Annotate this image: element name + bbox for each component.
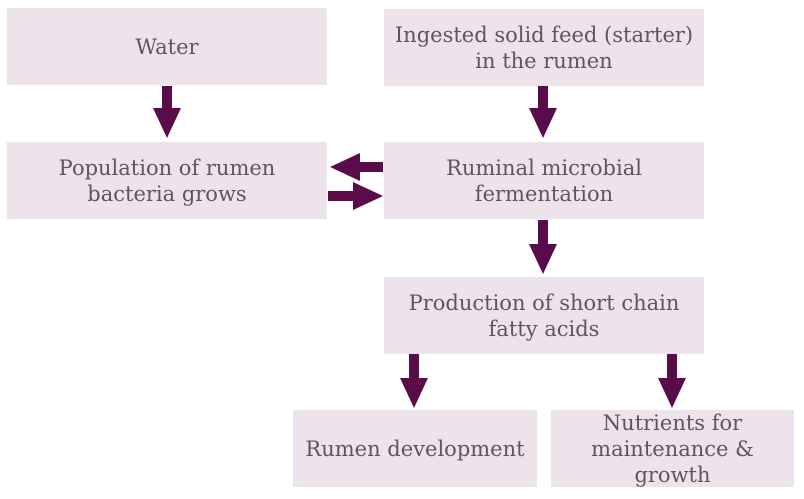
arrow-scfa-to-nutrients — [658, 354, 686, 408]
rumen-development-label: Rumen development — [305, 436, 525, 461]
water-label: Water — [135, 34, 199, 59]
short-chain-fatty-acids-box: Production of short chain fatty acids — [384, 277, 704, 354]
nutrients-box: Nutrients for maintenance & growth — [551, 410, 794, 487]
nutrients-label: Nutrients for maintenance & growth — [591, 410, 754, 487]
water-box: Water — [7, 8, 327, 85]
ingested-feed-box: Ingested solid feed (starter) in the rum… — [384, 9, 704, 86]
arrow-water-to-population — [153, 86, 181, 138]
bacteria-population-label: Population of rumen bacteria grows — [58, 155, 276, 206]
arrow-fermentation-to-population — [330, 153, 383, 181]
arrow-feed-to-fermentation — [529, 86, 557, 138]
ingested-feed-label: Ingested solid feed (starter) in the rum… — [394, 22, 694, 73]
arrow-fermentation-to-scfa — [529, 220, 557, 274]
bacteria-population-box: Population of rumen bacteria grows — [7, 142, 327, 219]
short-chain-fatty-acids-label: Production of short chain fatty acids — [408, 290, 680, 341]
arrow-population-to-fermentation — [328, 182, 383, 210]
rumen-development-box: Rumen development — [293, 410, 537, 487]
microbial-fermentation-box: Ruminal microbial fermentation — [384, 142, 704, 219]
arrow-scfa-to-rumen-development — [400, 354, 428, 408]
microbial-fermentation-label: Ruminal microbial fermentation — [446, 155, 642, 206]
